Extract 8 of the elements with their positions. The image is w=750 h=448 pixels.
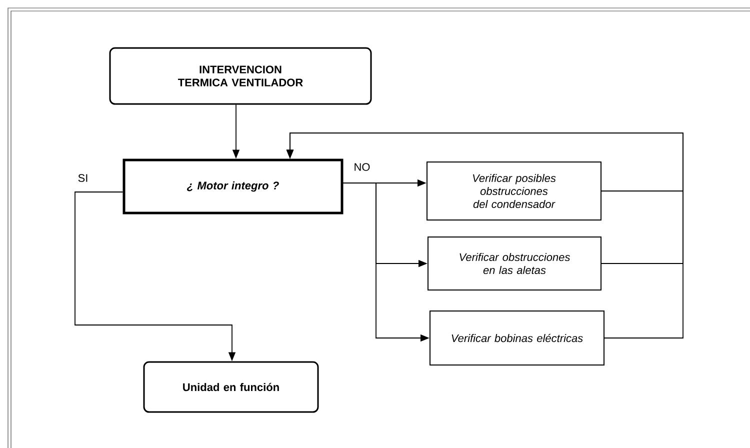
process-box: Verificar bobinas eléctricas xyxy=(430,310,604,366)
end-box: Unidad en función xyxy=(143,361,319,413)
edge-label: SI xyxy=(76,173,90,183)
process-box: Verificar posibles obstrucciones del condensador xyxy=(426,162,602,220)
decision-box: ¿ Motor integro ? xyxy=(122,158,344,214)
process-box: Verificar obstrucciones en las aletas xyxy=(428,236,602,290)
edge-label: NO xyxy=(352,162,372,172)
start-box: INTERVENCION TERMICA VENTILADOR xyxy=(109,47,372,105)
